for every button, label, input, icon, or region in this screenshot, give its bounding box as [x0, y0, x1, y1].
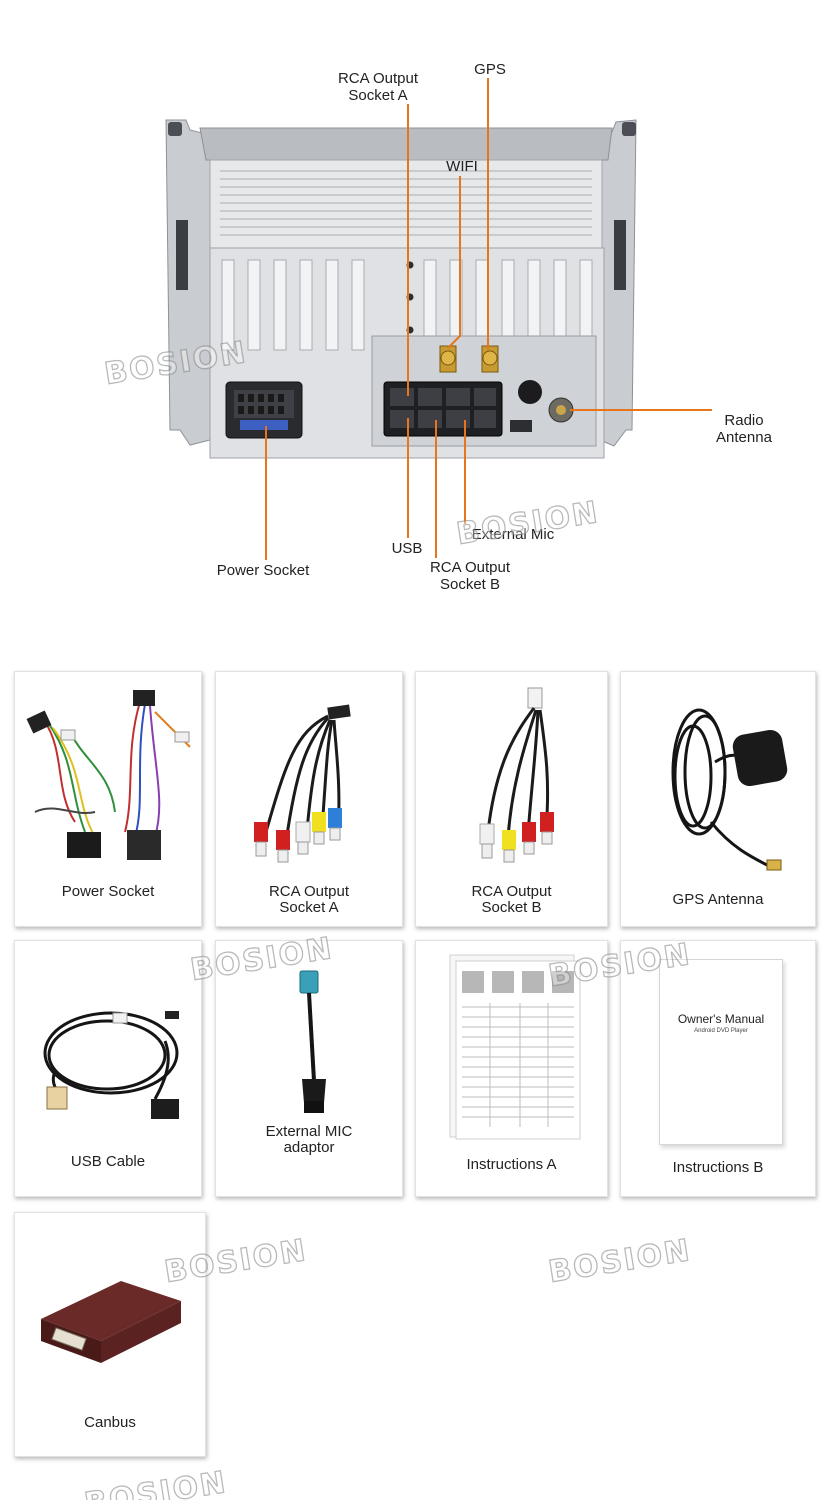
rca-cable-icon [479, 687, 554, 863]
wiring-harness-icon [26, 690, 191, 860]
usb-callout: USB [391, 540, 423, 557]
accessory-label-line: Socket B [481, 899, 542, 916]
rca-output-socket-b-callout: RCA Output Socket B [410, 559, 530, 593]
accessory-card-canbus: Canbus [14, 1212, 206, 1457]
power-socket-callout: Power Socket [216, 562, 310, 579]
accessory-label-line: Instructions A [466, 1156, 557, 1173]
mic-adaptor-icon [299, 970, 326, 1113]
rear-panel-diagram: RCA Output Socket A GPS WIFI Radio Anten… [0, 0, 832, 620]
bosion-watermark: BOSION [81, 1464, 230, 1500]
manual-booklet-icon: Owner's Manual Android DVD Player [659, 959, 783, 1145]
accessory-card-rca-socket-a: RCA Output Socket A [215, 671, 403, 927]
callout-line: RCA Output [337, 70, 419, 87]
accessory-card-instructions-a: Instructions A [415, 940, 608, 1197]
accessory-label-line: Power Socket [61, 883, 155, 900]
radio-antenna-callout: Radio Antenna [702, 412, 786, 446]
accessory-card-gps-antenna: GPS Antenna [620, 671, 816, 927]
accessory-label-line: RCA Output [268, 883, 350, 900]
accessory-label-line: Socket A [279, 899, 339, 916]
bosion-watermark: BOSION [545, 1232, 694, 1291]
accessory-label: Instructions A [416, 1157, 607, 1173]
canbus-box-icon [41, 1281, 181, 1363]
accessory-label-line: Instructions B [672, 1159, 764, 1176]
accessory-label-line: External MIC [265, 1123, 353, 1140]
callout-line: RCA Output [429, 559, 511, 576]
wifi-callout: WIFI [446, 158, 478, 175]
callout-line: Antenna [716, 429, 772, 446]
accessory-label: RCA Output Socket B [416, 884, 607, 916]
accessory-card-power-socket: Power Socket [14, 671, 202, 927]
accessory-card-instructions-b: Owner's Manual Android DVD Player Instru… [620, 940, 816, 1197]
accessory-label: Instructions B [621, 1160, 815, 1176]
usb-cable-icon [43, 1011, 179, 1119]
gps-callout: GPS [474, 61, 506, 78]
rca-output-socket-a-callout: RCA Output Socket A [318, 70, 438, 104]
instruction-sheet-icon [449, 954, 581, 1140]
callout-line: Socket B [439, 576, 501, 593]
accessory-card-external-mic-adaptor: External MIC adaptor [215, 940, 403, 1197]
manual-title: Owner's Manual [677, 1012, 765, 1026]
gps-antenna-icon [671, 708, 788, 871]
accessory-card-rca-socket-b: RCA Output Socket B [415, 671, 608, 927]
rca-cable-icon [254, 704, 351, 863]
accessory-card-usb-cable: USB Cable [14, 940, 202, 1197]
accessory-label: GPS Antenna [621, 892, 815, 908]
accessory-label-line: adaptor [283, 1139, 335, 1156]
accessory-label: External MIC adaptor [216, 1124, 402, 1156]
callout-line: Radio [724, 412, 764, 429]
manual-subtitle: Android DVD Player [694, 1028, 748, 1034]
accessory-label-line: RCA Output [471, 883, 552, 900]
accessory-label: USB Cable [15, 1154, 201, 1170]
external-mic-callout: External Mic [471, 526, 555, 543]
accessory-label: Power Socket [15, 884, 201, 900]
accessory-label-line: GPS Antenna [672, 891, 764, 908]
head-unit-rear-illustration [165, 78, 712, 560]
accessory-label-line: Canbus [84, 1414, 136, 1431]
accessory-label-line: USB Cable [70, 1153, 146, 1170]
accessory-label: RCA Output Socket A [216, 884, 402, 916]
accessory-label: Canbus [15, 1415, 205, 1431]
callout-line: Socket A [348, 87, 408, 104]
